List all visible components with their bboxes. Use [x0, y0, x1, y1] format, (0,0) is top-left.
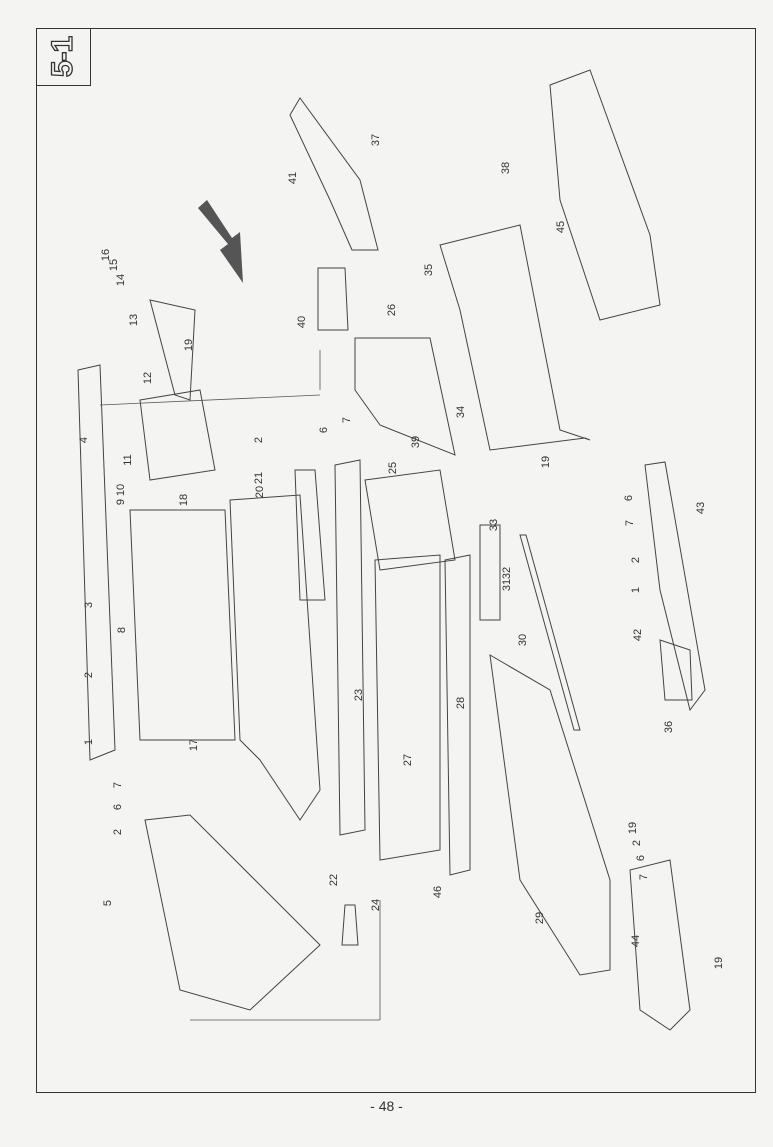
callout-6: 6: [623, 495, 635, 501]
callout-7: 7: [624, 520, 636, 526]
callout-27: 27: [402, 754, 414, 766]
callout-6: 6: [635, 855, 647, 861]
part-21: [294, 469, 326, 601]
callout-9: 9: [115, 499, 127, 505]
callout-2: 2: [631, 840, 643, 846]
callout-4: 4: [78, 437, 90, 443]
part-43: [644, 461, 706, 712]
callout-31: 31: [501, 579, 513, 591]
section-badge: 5-1: [36, 28, 91, 86]
callout-30: 30: [517, 634, 529, 646]
callout-7: 7: [112, 782, 124, 788]
callout-25: 25: [387, 462, 399, 474]
callout-35: 35: [423, 264, 435, 276]
callout-5: 5: [102, 900, 114, 906]
callout-3: 3: [83, 602, 95, 608]
callout-36: 36: [663, 721, 675, 733]
part-25: [364, 469, 456, 571]
callout-2: 2: [253, 437, 265, 443]
callout-26: 26: [386, 304, 398, 316]
part-29: [489, 654, 611, 976]
part-11: [139, 389, 216, 481]
callout-39: 39: [410, 436, 422, 448]
callout-46: 46: [432, 886, 444, 898]
callout-19: 19: [627, 822, 639, 834]
callout-34: 34: [455, 406, 467, 418]
callout-11: 11: [122, 454, 134, 465]
part-drawings: [77, 69, 706, 1031]
callout-24: 24: [370, 899, 382, 911]
part-8: [129, 509, 236, 741]
part-13: [149, 299, 196, 401]
part-26: [354, 337, 456, 456]
callout-23: 23: [353, 689, 365, 701]
part-33: [479, 524, 501, 621]
callout-45: 45: [555, 221, 567, 233]
callout-19: 19: [183, 339, 195, 351]
page-frame: [36, 28, 756, 1093]
part-42: [659, 639, 693, 701]
callout-43: 43: [695, 502, 707, 514]
direction-arrow: [198, 200, 243, 283]
part-22: [341, 904, 359, 946]
callout-7: 7: [638, 874, 650, 880]
callout-33: 33: [488, 519, 500, 531]
callout-15: 15: [108, 259, 120, 271]
callout-1: 1: [83, 739, 95, 745]
callout-8: 8: [116, 627, 128, 633]
callout-42: 42: [632, 629, 644, 641]
callout-37: 37: [370, 134, 382, 146]
callout-2: 2: [112, 829, 124, 835]
callout-29: 29: [534, 912, 546, 924]
callout-22: 22: [328, 874, 340, 886]
part-4: [77, 364, 116, 761]
part-23: [334, 459, 366, 836]
part-44: [629, 859, 691, 1031]
callout-40: 40: [296, 316, 308, 328]
callout-14: 14: [115, 274, 127, 286]
part-24: [374, 554, 441, 861]
callout-19: 19: [540, 456, 552, 468]
callout-44: 44: [630, 935, 642, 947]
callout-18: 18: [178, 494, 190, 506]
callout-41: 41: [287, 172, 299, 184]
part-35-34: [439, 224, 591, 451]
callout-21: 21: [253, 472, 265, 484]
callout-7: 7: [341, 417, 353, 423]
part-5: [144, 814, 321, 1011]
callout-12: 12: [142, 372, 154, 384]
part-45: [549, 69, 661, 321]
callout-6: 6: [318, 427, 330, 433]
page-number: - 48 -: [370, 1098, 403, 1114]
callout-6: 6: [112, 804, 124, 810]
callout-10: 10: [115, 484, 127, 496]
callout-32: 32: [501, 567, 513, 579]
part-41: [289, 97, 379, 251]
callout-2: 2: [83, 672, 95, 678]
main-cover: [229, 494, 321, 821]
part-28: [444, 554, 471, 876]
part-30: [519, 534, 581, 731]
callout-16: 16: [100, 249, 112, 261]
callout-19: 19: [713, 957, 725, 969]
part-40: [317, 267, 349, 331]
callout-20: 20: [254, 486, 266, 498]
callout-2: 2: [630, 557, 642, 563]
callout-28: 28: [455, 697, 467, 709]
callout-1: 1: [630, 587, 642, 593]
callout-13: 13: [128, 314, 140, 326]
callout-38: 38: [500, 162, 512, 174]
callout-17: 17: [188, 739, 200, 751]
